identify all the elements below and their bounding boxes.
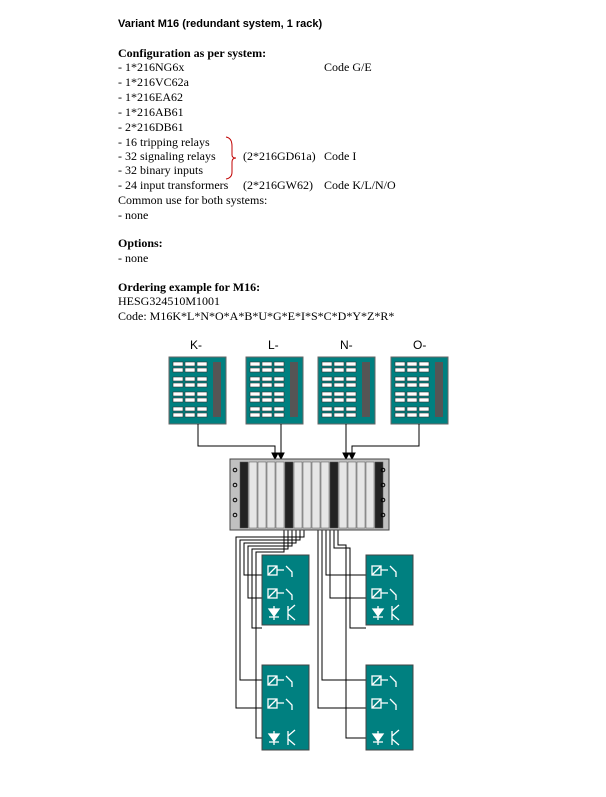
signal-wire xyxy=(337,530,366,739)
relay-contact-icon xyxy=(267,675,293,687)
relay-contact-icon xyxy=(267,698,293,710)
rack xyxy=(229,458,390,531)
transformer-label-l: L- xyxy=(268,338,279,352)
input-transformer-module xyxy=(390,356,449,425)
signal-wire xyxy=(255,530,285,739)
optocoupler-icon xyxy=(371,604,400,621)
ordering-heading: Ordering example for M16: xyxy=(118,280,261,294)
config-part: (2*216GW62) xyxy=(243,178,313,192)
page-title: Variant M16 (redundant system, 1 rack) xyxy=(118,18,323,30)
input-transformer-module xyxy=(317,356,376,425)
relay-module xyxy=(261,664,310,751)
signal-wire xyxy=(197,424,276,458)
config-item: - 32 signaling relays xyxy=(118,149,216,163)
relay-contact-icon xyxy=(371,698,397,710)
config-code: Code I xyxy=(324,149,357,163)
common-use-heading: Common use for both systems: xyxy=(118,193,268,207)
relay-contact-icon xyxy=(371,588,397,600)
config-item: - 1*216NG6x xyxy=(118,60,185,74)
ordering-number: HESG324510M1001 xyxy=(118,294,221,308)
config-code: Code K/L/N/O xyxy=(324,178,396,192)
input-transformer-module xyxy=(168,356,227,425)
optocoupler-icon xyxy=(267,604,296,621)
signal-wire xyxy=(247,530,293,599)
signal-wire xyxy=(333,530,366,629)
config-part: (2*216GD61a) xyxy=(243,149,316,163)
optocoupler-icon xyxy=(267,729,296,746)
signal-wire xyxy=(251,530,289,629)
relay-contact-icon xyxy=(267,588,293,600)
input-transformer-module xyxy=(245,356,304,425)
transformer-label-n: N- xyxy=(340,338,353,352)
relay-module xyxy=(365,664,414,751)
configuration-heading: Configuration as per system: xyxy=(118,46,267,60)
optocoupler-icon xyxy=(371,729,400,746)
relay-module xyxy=(261,554,310,626)
common-use-value: - none xyxy=(118,208,149,222)
signal-wire xyxy=(243,530,297,576)
transformer-label-o: O- xyxy=(413,338,427,352)
brace xyxy=(225,136,237,180)
config-item: - 16 tripping relays xyxy=(118,135,210,149)
signal-wire xyxy=(325,530,366,576)
signal-wire xyxy=(317,530,366,709)
config-item: - 24 input transformers xyxy=(118,178,229,192)
signal-wire xyxy=(351,424,420,458)
config-item: - 1*216EA62 xyxy=(118,90,183,104)
config-code: Code G/E xyxy=(324,60,372,74)
signal-wire xyxy=(235,530,305,709)
config-item: - 32 binary inputs xyxy=(118,163,203,177)
relay-contact-icon xyxy=(267,565,293,577)
ordering-code: Code: M16K*L*N*O*A*B*U*G*E*I*S*C*D*Y*Z*R… xyxy=(118,309,395,323)
signal-wire xyxy=(321,530,366,681)
signal-wire xyxy=(329,530,366,599)
options-value: - none xyxy=(118,251,149,265)
relay-module xyxy=(365,554,414,626)
config-item: - 1*216VC62a xyxy=(118,75,189,89)
config-item: - 1*216AB61 xyxy=(118,105,184,119)
relay-contact-icon xyxy=(371,565,397,577)
transformer-label-k: K- xyxy=(190,338,202,352)
options-heading: Options: xyxy=(118,236,163,250)
config-item: - 2*216DB61 xyxy=(118,120,184,134)
relay-contact-icon xyxy=(371,675,397,687)
